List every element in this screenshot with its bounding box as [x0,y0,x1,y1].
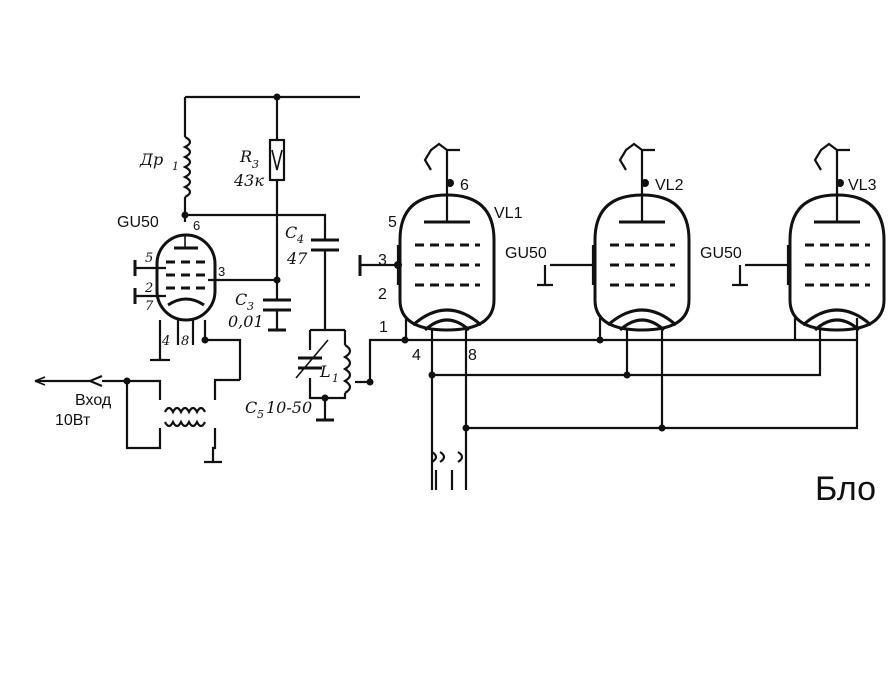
left-tube-gu50 [155,233,217,322]
svg-text:8: 8 [468,347,477,364]
tube-vl3 [788,142,886,332]
filament-choke [431,451,464,463]
vl3-label: VL3 [848,177,877,194]
left-tube-type: GU50 [117,214,159,231]
choke-dr1 [182,136,192,198]
block-label: Бло [815,470,876,508]
svg-text:0,01: 0,01 [228,312,264,331]
resistor-r3 [268,138,286,182]
transformer-secondary [164,419,206,428]
resistor-label: R [239,147,252,166]
vl1-type: GU50 [505,245,547,262]
svg-text:2: 2 [378,286,387,303]
svg-text:47: 47 [286,249,308,268]
tube-vl2 [593,142,691,332]
input-label: Вход [75,392,112,409]
svg-text:1: 1 [332,372,339,385]
svg-text:5: 5 [257,408,264,421]
svg-text:C: C [285,223,297,242]
bus-pin8 [464,330,859,490]
vl1-label: VL1 [494,205,523,222]
vl2-label: VL2 [655,177,684,194]
svg-text:8: 8 [181,334,189,349]
transformer-primary [164,406,206,415]
svg-text:C: C [235,290,247,309]
capacitor-c5 [298,356,322,370]
svg-text:4: 4 [161,334,170,349]
input-power: 10Вт [55,412,91,429]
resistor-value: 43к [233,171,264,190]
svg-text:4: 4 [296,233,304,246]
svg-text:5: 5 [145,251,153,266]
svg-text:3: 3 [218,264,225,279]
svg-text:7: 7 [145,299,154,314]
bus-pin4 [430,330,822,490]
capacitor-c3 [263,298,291,312]
svg-text:3: 3 [378,252,387,269]
svg-text:L: L [319,362,331,381]
coil-l1 [342,344,352,394]
svg-text:1: 1 [172,160,179,173]
svg-text:6: 6 [193,218,200,233]
right-circuit: 6 5 3 2 1 4 8 VL1 VL2 GU50 [358,142,886,508]
input-terminal [35,374,103,388]
svg-text:6: 6 [460,177,469,194]
vl2-type: GU50 [700,245,742,262]
svg-text:C: C [245,398,257,417]
svg-text:3: 3 [247,300,254,313]
choke-label: Др [139,150,163,169]
svg-text:4: 4 [412,347,421,364]
svg-text:3: 3 [252,158,259,171]
svg-text:5: 5 [388,214,397,231]
svg-text:10-50: 10-50 [266,398,312,417]
svg-text:2: 2 [144,281,153,296]
capacitor-c4 [311,238,339,252]
tube-vl1 [398,142,496,332]
left-circuit: Др 1 R 3 43к 6 GU50 5 2 7 [34,93,405,464]
svg-text:1: 1 [379,319,388,336]
